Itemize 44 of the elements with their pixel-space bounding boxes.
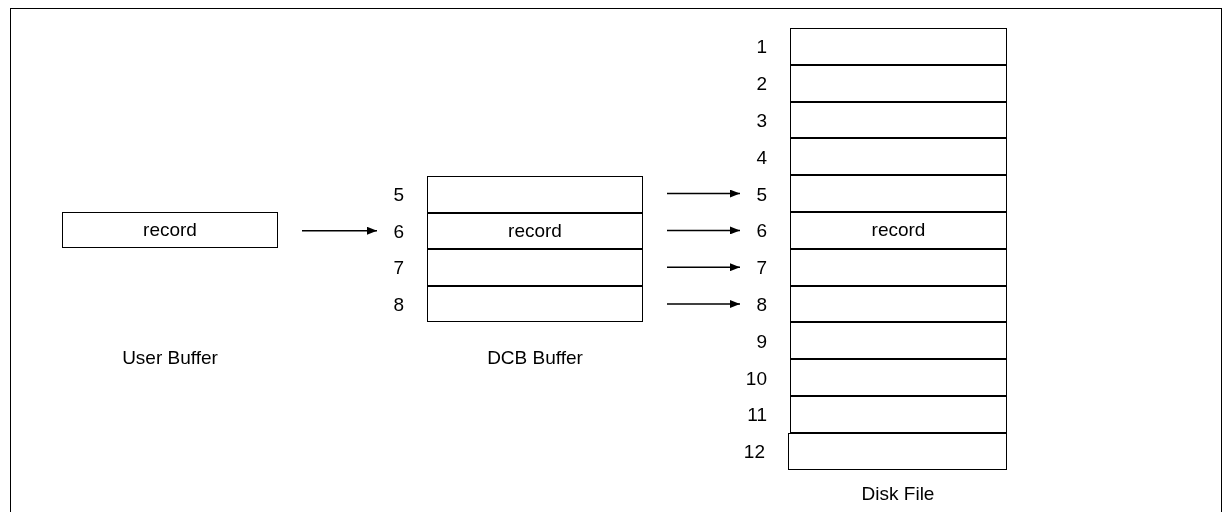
record-slot — [790, 396, 1007, 433]
row-number: 7 — [755, 258, 767, 278]
record-slot — [788, 432, 1007, 470]
record-slot — [790, 359, 1007, 396]
row-number: 2 — [755, 74, 767, 94]
record-label: record — [143, 217, 197, 242]
record-box — [427, 212, 643, 249]
row-number: 1 — [755, 37, 767, 57]
record-slot — [790, 285, 1007, 323]
row-number: 5 — [392, 185, 404, 205]
arrow — [301, 226, 378, 235]
arrow — [666, 263, 741, 272]
record-slot — [790, 28, 1007, 65]
buffer-caption: Disk File — [861, 482, 935, 506]
record-slot — [790, 175, 1007, 212]
row-number: 3 — [755, 111, 767, 130]
row-number: 8 — [392, 294, 404, 314]
row-number: 8 — [755, 295, 767, 314]
record-slot — [790, 101, 1007, 139]
record-slot — [790, 138, 1007, 176]
record-slot — [790, 322, 1007, 360]
row-number: 10 — [744, 368, 767, 388]
record-slot — [427, 285, 643, 322]
row-number: 12 — [742, 442, 765, 462]
row-number: 9 — [755, 331, 767, 351]
row-number: 4 — [755, 147, 767, 167]
row-number: 6 — [392, 221, 404, 241]
record-label: record — [871, 218, 926, 243]
row-number: 6 — [755, 221, 767, 241]
record-box — [790, 212, 1007, 249]
arrow — [666, 300, 741, 308]
record-slot — [790, 64, 1007, 102]
record-slot — [427, 249, 643, 286]
record-box — [62, 212, 278, 248]
row-number: 5 — [755, 184, 767, 204]
arrow — [666, 189, 741, 198]
record-label: record — [508, 218, 562, 243]
arrow — [666, 226, 741, 235]
record-slot — [427, 176, 643, 213]
buffer-caption: User Buffer — [122, 346, 218, 370]
row-number: 7 — [392, 258, 404, 278]
record-slot — [790, 248, 1007, 286]
buffer-caption: DCB Buffer — [487, 346, 583, 370]
row-number: 11 — [746, 405, 767, 425]
